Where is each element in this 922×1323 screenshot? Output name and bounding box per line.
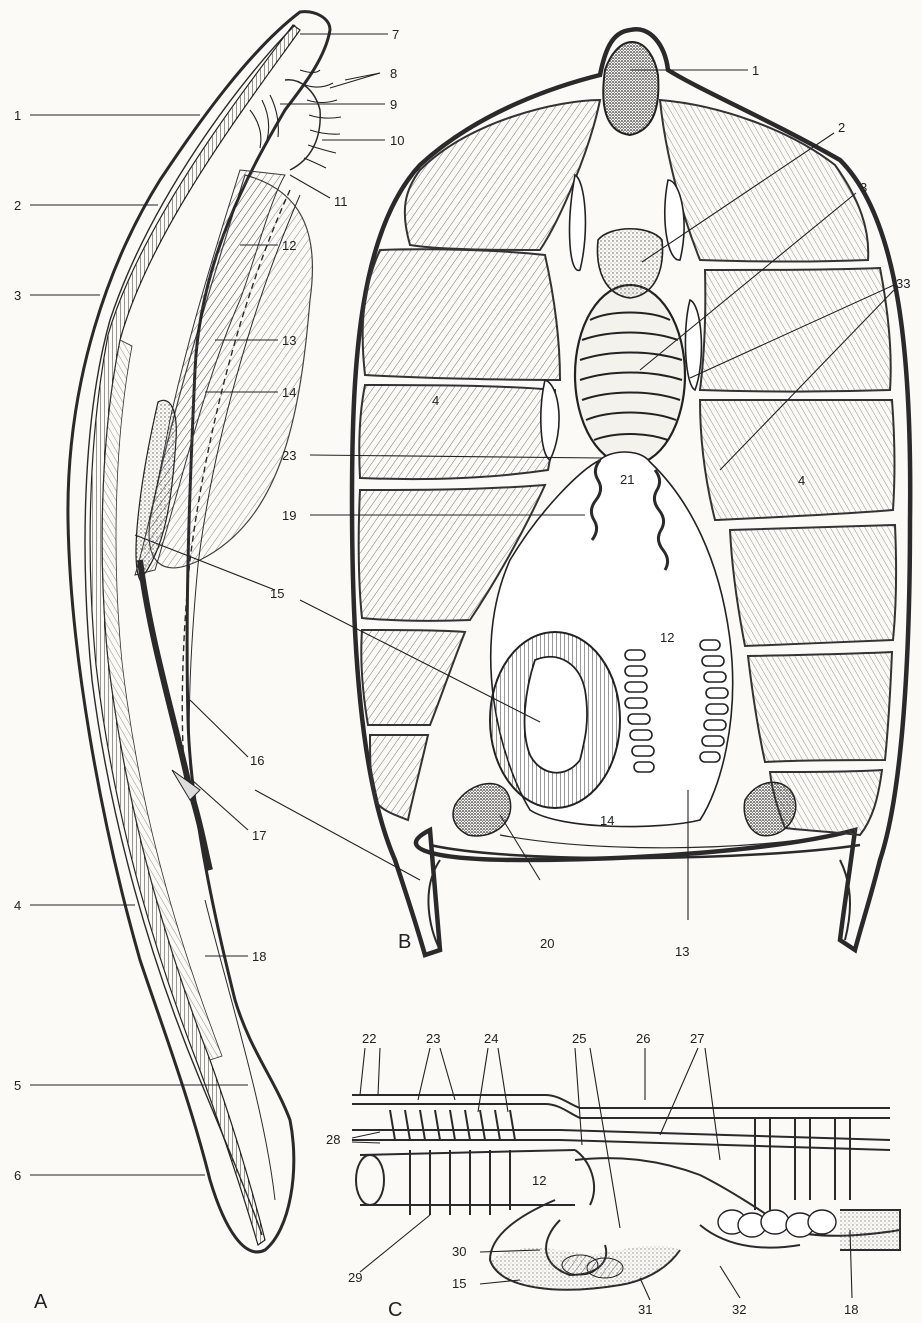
label-b-4-left: 4: [432, 393, 439, 408]
label-c-31: 31: [638, 1302, 652, 1317]
label-b-12: 12: [660, 630, 674, 645]
label-a-7: 7: [392, 27, 399, 42]
label-a-15: 15: [270, 586, 284, 601]
label-b-1: 1: [752, 63, 759, 78]
label-c-29: 29: [348, 1270, 362, 1285]
label-b-4-right: 4: [798, 473, 805, 488]
label-a-6: 6: [14, 1168, 21, 1183]
label-a-1: 1: [14, 108, 21, 123]
label-c-15: 15: [452, 1276, 466, 1291]
label-c-28: 28: [326, 1132, 340, 1147]
label-b-3: 3: [860, 180, 867, 195]
label-b-2: 2: [838, 120, 845, 135]
label-c-18: 18: [844, 1302, 858, 1317]
label-a-17: 17: [252, 828, 266, 843]
label-a-3: 3: [14, 288, 21, 303]
panel-a-body: [68, 12, 341, 1252]
oral-cirri: [250, 70, 341, 170]
label-c-27: 27: [690, 1031, 704, 1046]
label-b-23: 23: [282, 448, 296, 463]
panel-letter-b: B: [398, 931, 411, 953]
label-b-21: 21: [620, 472, 634, 487]
panel-letter-a: A: [34, 1291, 48, 1313]
label-a-13: 13: [282, 333, 296, 348]
label-a-5: 5: [14, 1078, 21, 1093]
label-c-32: 32: [732, 1302, 746, 1317]
label-a-14: 14: [282, 385, 296, 400]
panel-letter-c: C: [388, 1299, 402, 1321]
label-a-8: 8: [390, 66, 397, 81]
label-c-12: 12: [532, 1173, 546, 1188]
label-b-33: 33: [896, 276, 910, 291]
label-a-9: 9: [390, 97, 397, 112]
label-a-10: 10: [390, 133, 404, 148]
label-b-13: 13: [675, 944, 689, 959]
panel-b-section: [352, 29, 910, 955]
label-c-25: 25: [572, 1031, 586, 1046]
label-a-18: 18: [252, 949, 266, 964]
label-a-11: 11: [334, 194, 348, 209]
label-a-16: 16: [250, 753, 264, 768]
label-b-19: 19: [282, 508, 296, 523]
label-c-24: 24: [484, 1031, 498, 1046]
label-c-30: 30: [452, 1244, 466, 1259]
label-c-22: 22: [362, 1031, 376, 1046]
label-b-20: 20: [540, 936, 554, 951]
label-a-2: 2: [14, 198, 21, 213]
label-a-12: 12: [282, 238, 296, 253]
panel-c-circulation: [352, 1095, 900, 1290]
label-b-14: 14: [600, 813, 614, 828]
label-a-4: 4: [14, 898, 21, 913]
label-c-26: 26: [636, 1031, 650, 1046]
label-c-23: 23: [426, 1031, 440, 1046]
